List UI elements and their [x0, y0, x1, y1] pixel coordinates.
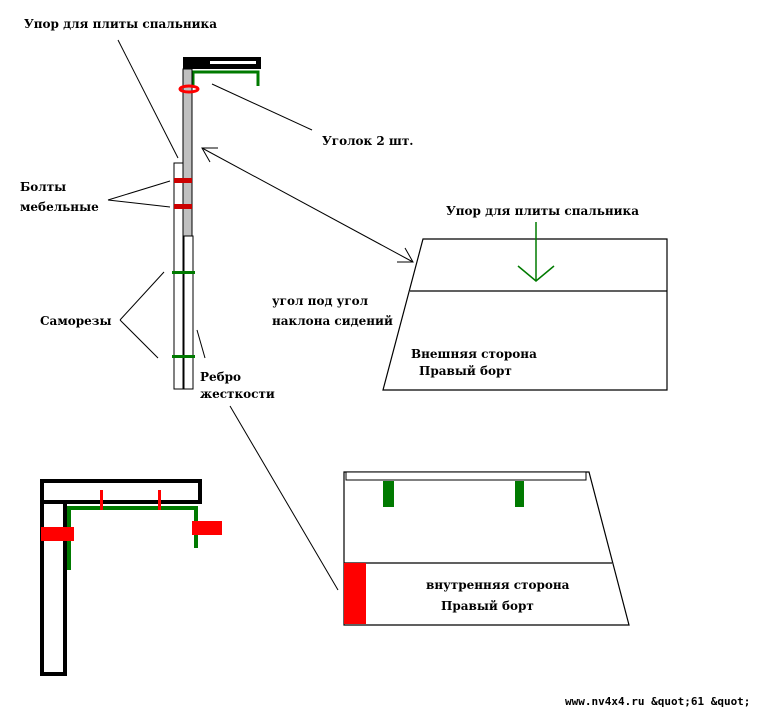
- bolt-top: [178, 84, 200, 94]
- corner-profile-detail: [40, 479, 222, 676]
- screw-1: [172, 271, 195, 274]
- label-outer-2: Правый борт: [419, 364, 512, 378]
- label-corner: Уголок 2 шт.: [322, 134, 413, 148]
- stop-plate-slot: [210, 61, 256, 64]
- leader-stop-top: [117, 39, 179, 159]
- profile-red-tick-2: [158, 490, 161, 510]
- leader-screw-2: [119, 319, 159, 359]
- furniture-bolt-2: [174, 204, 192, 209]
- screw-2: [172, 355, 195, 358]
- profile-red-bolt-right: [192, 521, 222, 535]
- arrow-angle: [201, 147, 414, 263]
- leader-bolt-2: [107, 199, 171, 208]
- label-angle-2: наклона сидений: [272, 314, 393, 328]
- profile-red-tick-1: [100, 490, 103, 510]
- label-angle-1: угол под угол: [272, 294, 369, 308]
- outer-stop-arrow-head: [517, 265, 555, 282]
- inner-panel-top-strip: [345, 471, 587, 481]
- leader-rib-to-inner: [229, 405, 339, 591]
- outer-panel-outline: [382, 238, 668, 391]
- profile-left-bar: [40, 500, 67, 676]
- label-screws: Саморезы: [40, 314, 111, 328]
- leader-lines: [107, 39, 414, 591]
- arrow-head-end: [397, 247, 414, 263]
- label-stop-right: Упор для плиты спальника: [446, 204, 639, 218]
- arrow-head-start: [201, 147, 218, 163]
- side-board-right: [183, 235, 194, 390]
- gray-post: [182, 68, 193, 237]
- side-board-left: [173, 162, 184, 390]
- outer-side-panel: [382, 222, 668, 391]
- label-outer-1: Внешняя сторона: [411, 347, 537, 361]
- profile-top-bar: [40, 479, 202, 504]
- inner-side-panel: [343, 471, 630, 626]
- leader-screw-1: [119, 271, 165, 321]
- label-rib-2: жесткости: [200, 387, 275, 401]
- inner-green-block-2: [515, 481, 524, 507]
- leader-corner: [211, 83, 313, 131]
- label-bolts-1: Болты: [20, 180, 66, 194]
- label-rib-1: Ребро: [200, 370, 241, 384]
- inner-red-block: [344, 563, 366, 624]
- label-bolts-2: мебельные: [20, 200, 99, 214]
- leader-rib: [196, 329, 206, 359]
- leader-bolt-1: [107, 180, 171, 201]
- profile-red-bolt-left: [41, 527, 74, 541]
- profile-green-bracket: [67, 506, 198, 570]
- inner-green-block-1: [383, 481, 394, 507]
- watermark: www.nv4x4.ru &quot;61 &quot;: [565, 695, 750, 708]
- vertical-post-assembly: [172, 57, 261, 390]
- label-stop-top: Упор для плиты спальника: [24, 17, 217, 31]
- label-inner-1: внутренняя сторона: [426, 578, 570, 592]
- furniture-bolt-1: [174, 178, 192, 183]
- corner-bracket-green: [191, 70, 260, 86]
- label-inner-2: Правый борт: [441, 599, 534, 613]
